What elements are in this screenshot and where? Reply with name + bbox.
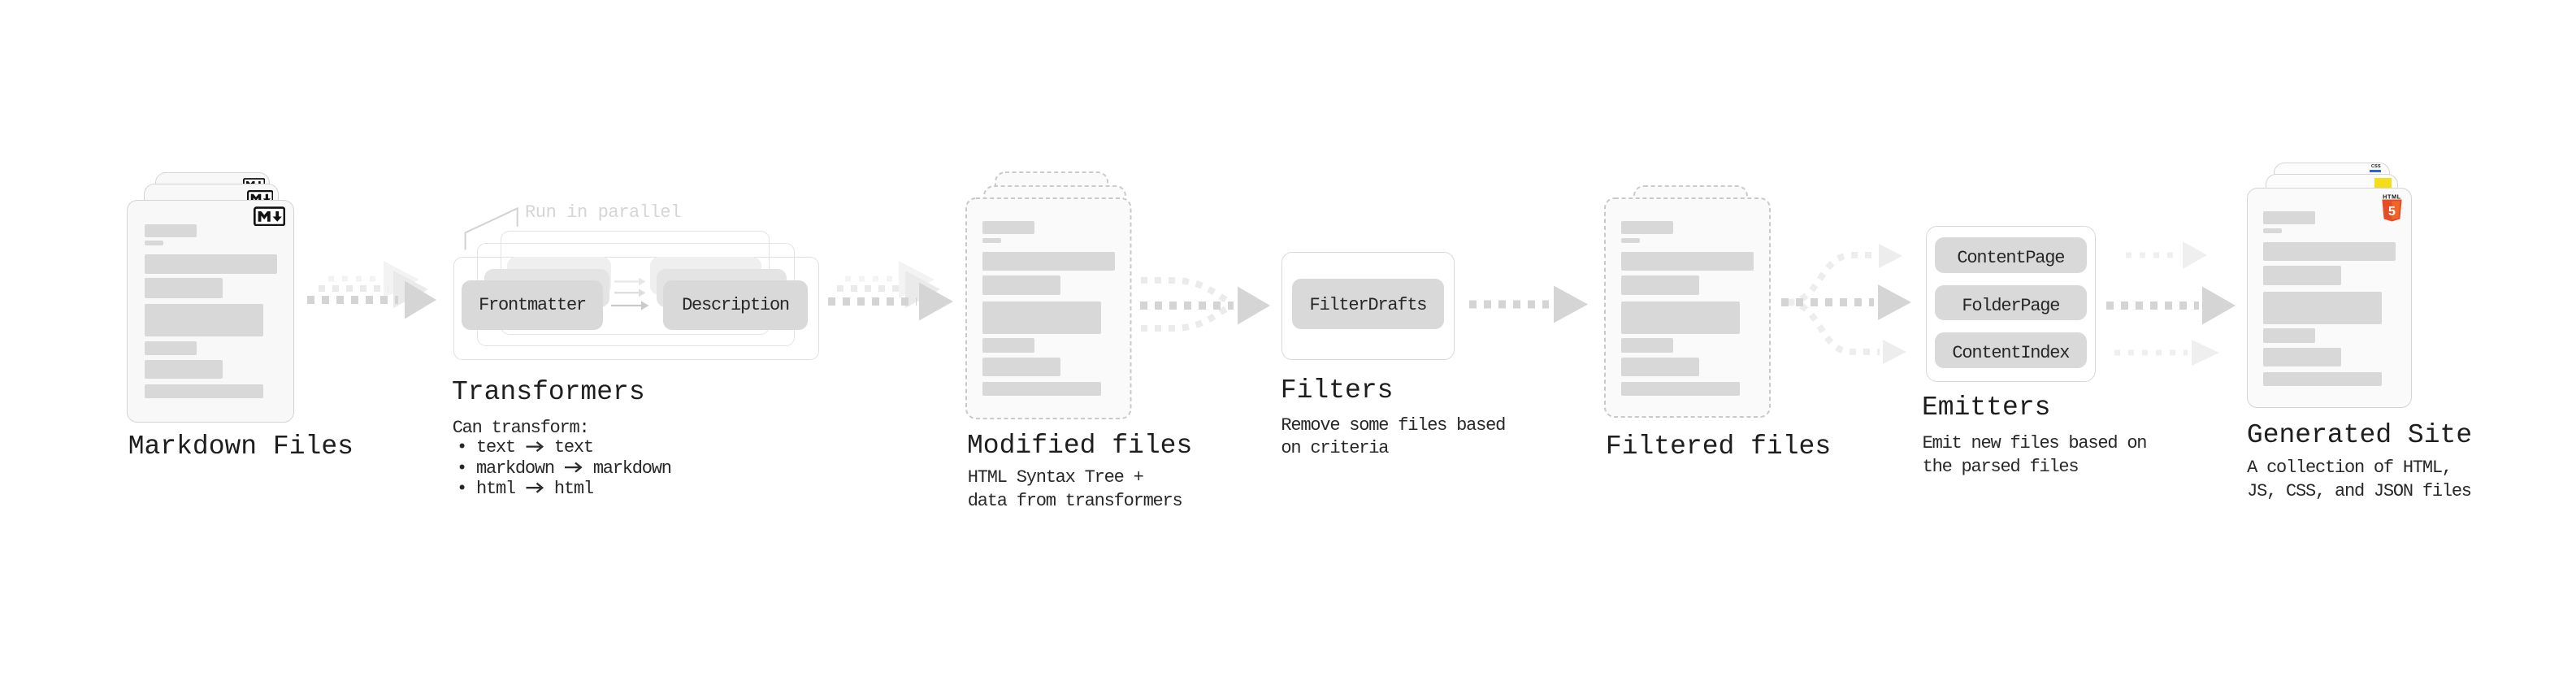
svg-text:5: 5 (2388, 205, 2396, 219)
svg-text:HTML: HTML (2383, 193, 2401, 201)
